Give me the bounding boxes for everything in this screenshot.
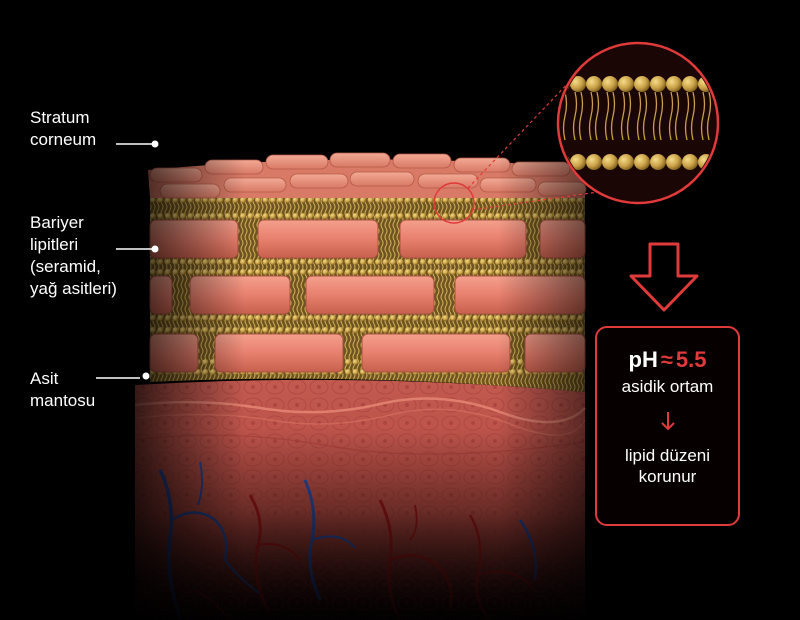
ph-info-box: pH≈5.5 asidik ortam lipid düzeni korunur [595, 326, 740, 526]
label-stratum-corneum-line: Stratum [30, 108, 90, 127]
ph-result-line: lipid düzeni [624, 446, 711, 465]
lipid-head [666, 76, 682, 92]
lipid-head [634, 154, 650, 170]
label-barrier-lipids-line: lipitleri [30, 235, 79, 254]
lipid-head [682, 154, 698, 170]
lipid-head [666, 154, 682, 170]
lipid-head [650, 76, 666, 92]
magnifier-callout [433, 41, 720, 224]
label-acid-mantle: Asit mantosu [30, 368, 95, 412]
stratum-corneum-pointer-dot [151, 140, 159, 148]
ph-result-line: korunur [638, 467, 697, 486]
callout-connectors [96, 140, 159, 380]
ph-approx-sign: ≈ [660, 347, 673, 372]
label-acid-mantle-line: mantosu [30, 391, 96, 410]
magnifier-source-circle [433, 182, 475, 224]
lipid-head [682, 76, 698, 92]
label-barrier-lipids: Bariyer lipitleri (seramid, yağ asitleri… [30, 212, 117, 300]
lipid-head [602, 154, 618, 170]
lipid-head [650, 154, 666, 170]
label-stratum-corneum-line: corneum [30, 130, 97, 149]
label-barrier-lipids-line: yağ asitleri) [30, 279, 117, 298]
barrier-lipid-pointer-dot [151, 245, 159, 253]
lipid-head [586, 76, 602, 92]
lipid-head [586, 154, 602, 170]
lipid-head [618, 154, 634, 170]
label-acid-mantle-line: Asit [30, 369, 59, 388]
ph-value: 5.5 [675, 347, 707, 372]
ph-value-line: pH≈5.5 [597, 346, 738, 374]
arrow-down-icon [660, 412, 675, 431]
label-barrier-lipids-line: (seramid, [30, 257, 101, 276]
down-arrow-icon [629, 242, 699, 312]
lipid-head [570, 154, 586, 170]
acid-mantle-pointer-dot [142, 372, 150, 380]
lipid-head [602, 76, 618, 92]
lipid-head [634, 76, 650, 92]
lipid-head [570, 76, 586, 92]
ph-condition: asidik ortam [621, 377, 714, 396]
ph-symbol: pH [628, 347, 658, 372]
label-barrier-lipids-line: Bariyer [30, 213, 84, 232]
label-stratum-corneum: Stratum corneum [30, 107, 96, 151]
lipid-head [618, 76, 634, 92]
